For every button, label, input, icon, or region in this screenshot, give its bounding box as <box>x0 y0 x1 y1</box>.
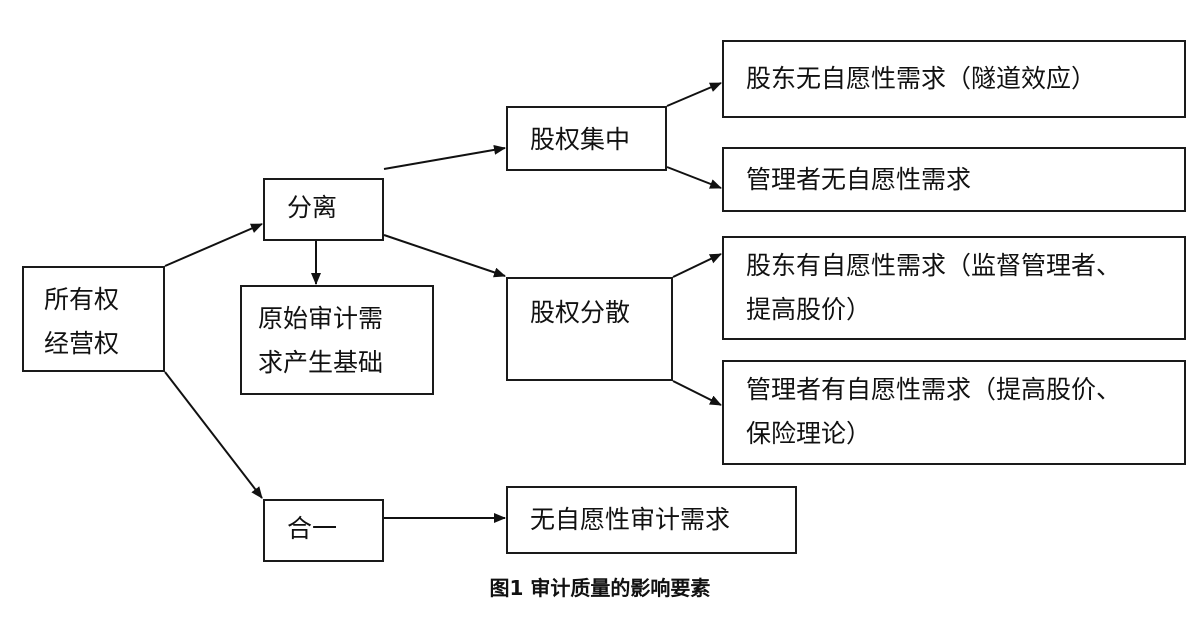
node-label: 分离 <box>287 193 338 222</box>
node-label: 合一 <box>287 514 338 543</box>
node-label: 无自愿性审计需求 <box>530 505 731 534</box>
arrow-concentration-to-manager <box>666 166 722 189</box>
dispersion-manager-node: 管理者有自愿性需求（提高股价、 保险理论） <box>722 360 1186 465</box>
node-label-line: 股东有自愿性需求（监督管理者、 <box>746 251 1122 280</box>
figure-caption: 图1 审计质量的影响要素 <box>489 576 711 600</box>
concentration-manager-node: 管理者无自愿性需求 <box>722 147 1186 212</box>
arrow-dispersion-to-shareholder <box>672 253 722 278</box>
dispersion-shareholder-node: 股东有自愿性需求（监督管理者、 提高股价） <box>722 236 1186 340</box>
separation-node: 分离 <box>263 178 384 241</box>
arrow-dispersion-to-manager <box>672 380 722 406</box>
node-label-line: 所有权 <box>44 285 120 314</box>
merge-node: 合一 <box>263 499 384 562</box>
equity-dispersion-node: 股权分散 <box>506 277 673 381</box>
arrow-root-to-separation <box>164 223 263 267</box>
node-label: 股权分散 <box>530 298 631 327</box>
node-label-line: 经营权 <box>44 329 120 358</box>
node-label: 管理者无自愿性需求 <box>746 165 972 194</box>
node-label-line: 保险理论） <box>746 419 872 448</box>
concentration-shareholder-node: 股东无自愿性需求（隧道效应） <box>722 40 1186 118</box>
node-label-line: 原始审计需 <box>258 304 384 333</box>
equity-concentration-node: 股权集中 <box>506 106 667 171</box>
no-voluntary-audit-node: 无自愿性审计需求 <box>506 486 797 554</box>
node-label-line: 求产生基础 <box>258 348 384 377</box>
arrow-concentration-to-shareholder <box>666 82 722 107</box>
arrow-separation-to-dispersion <box>383 234 506 278</box>
node-label: 股东无自愿性需求（隧道效应） <box>746 64 1097 93</box>
node-label-line: 管理者有自愿性需求（提高股价、 <box>746 375 1122 404</box>
audit-demand-basis-node: 原始审计需 求产生基础 <box>240 285 434 395</box>
ownership-management-node: 所有权 经营权 <box>22 266 165 372</box>
arrow-separation-to-concentration <box>383 144 506 170</box>
node-label-line: 提高股价） <box>746 295 872 324</box>
arrow-root-to-merge <box>164 371 263 499</box>
node-label: 股权集中 <box>530 125 631 154</box>
